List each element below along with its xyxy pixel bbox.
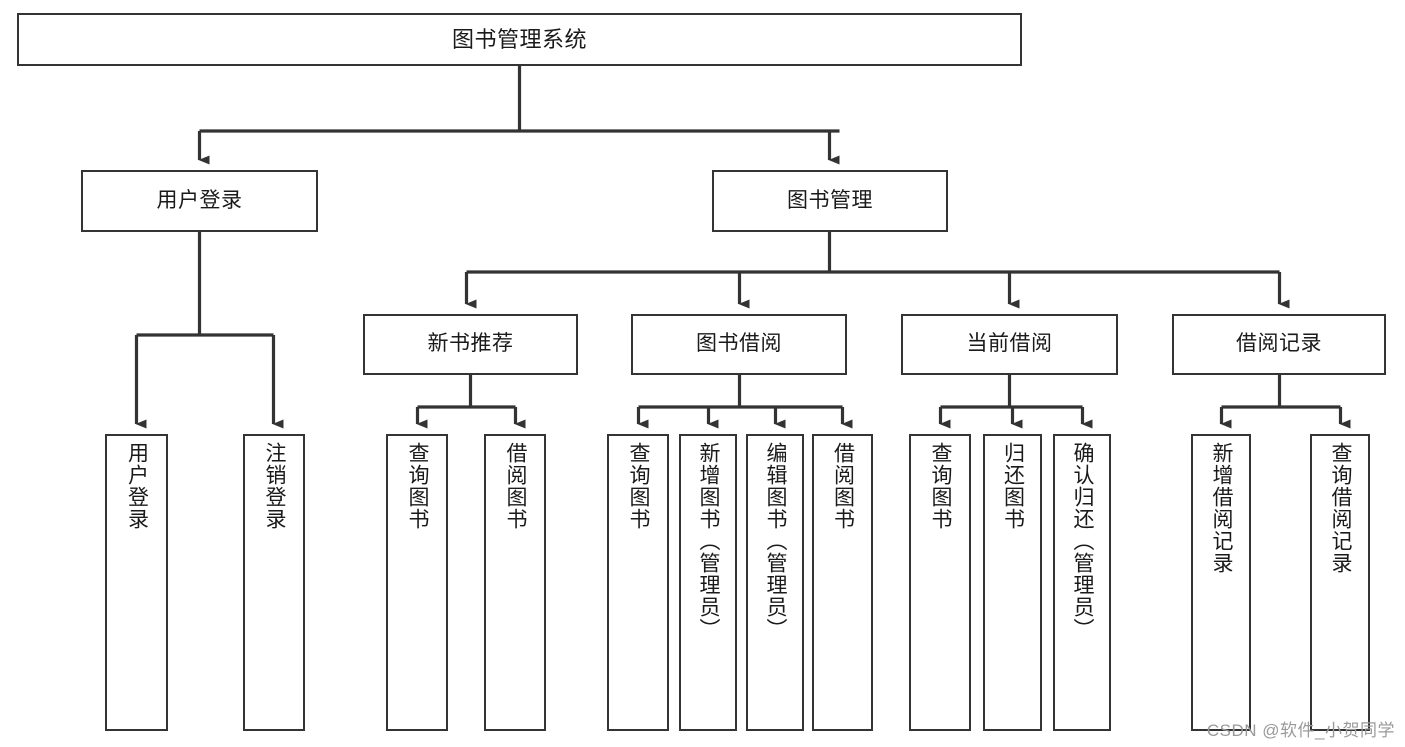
node-label: 查询借阅记录 — [1328, 442, 1352, 574]
node-label: 新增图书（管理员） — [696, 442, 720, 640]
leaf-add-borrow-record[interactable]: 新增借阅记录 — [1191, 434, 1251, 731]
node-label: 查询图书 — [928, 442, 952, 530]
csdn-watermark: CSDN @软件_小贺同学 — [1206, 721, 1395, 740]
leaf-query-book-1[interactable]: 查询图书 — [386, 434, 448, 731]
leaf-confirm-return[interactable]: 确认归还（管理员） — [1053, 434, 1111, 731]
node-borrow-record[interactable]: 借阅记录 — [1172, 314, 1386, 375]
leaf-borrow-book-1[interactable]: 借阅图书 — [484, 434, 546, 731]
leaf-edit-book[interactable]: 编辑图书（管理员） — [746, 434, 804, 731]
node-label: 确认归还（管理员） — [1070, 442, 1094, 640]
node-label: 用户登录 — [125, 442, 149, 530]
node-book-management[interactable]: 图书管理 — [712, 170, 948, 232]
leaf-add-book[interactable]: 新增图书（管理员） — [679, 434, 737, 731]
leaf-borrow-book-2[interactable]: 借阅图书 — [812, 434, 873, 731]
node-label: 借阅图书 — [831, 442, 855, 530]
node-book-management-system[interactable]: 图书管理系统 — [17, 13, 1022, 66]
node-label: 借阅记录 — [1236, 332, 1322, 356]
leaf-user-login[interactable]: 用户登录 — [105, 434, 168, 731]
node-label: 新增借阅记录 — [1209, 442, 1233, 574]
leaf-query-book-2[interactable]: 查询图书 — [607, 434, 669, 731]
leaf-return-book[interactable]: 归还图书 — [983, 434, 1042, 731]
node-label: 图书借阅 — [696, 332, 782, 356]
node-current-borrow[interactable]: 当前借阅 — [901, 314, 1118, 375]
node-label: 当前借阅 — [966, 332, 1053, 356]
node-label: 查询图书 — [626, 442, 650, 530]
node-label: 编辑图书（管理员） — [763, 442, 787, 640]
node-label: 用户登录 — [156, 188, 243, 212]
leaf-query-borrow-record[interactable]: 查询借阅记录 — [1310, 434, 1370, 731]
node-label: 新书推荐 — [427, 332, 514, 356]
node-label: 借阅图书 — [503, 442, 527, 530]
node-user-login[interactable]: 用户登录 — [81, 170, 318, 232]
node-label: 查询图书 — [405, 442, 429, 530]
node-new-book-recommend[interactable]: 新书推荐 — [363, 314, 578, 375]
node-label: 归还图书 — [1001, 442, 1025, 530]
leaf-query-book-3[interactable]: 查询图书 — [909, 434, 971, 731]
node-label: 图书管理系统 — [451, 26, 587, 52]
node-label: 注销登录 — [262, 442, 286, 530]
node-book-borrow[interactable]: 图书借阅 — [631, 314, 847, 375]
leaf-logout[interactable]: 注销登录 — [243, 434, 305, 731]
node-label: 图书管理 — [787, 188, 873, 212]
